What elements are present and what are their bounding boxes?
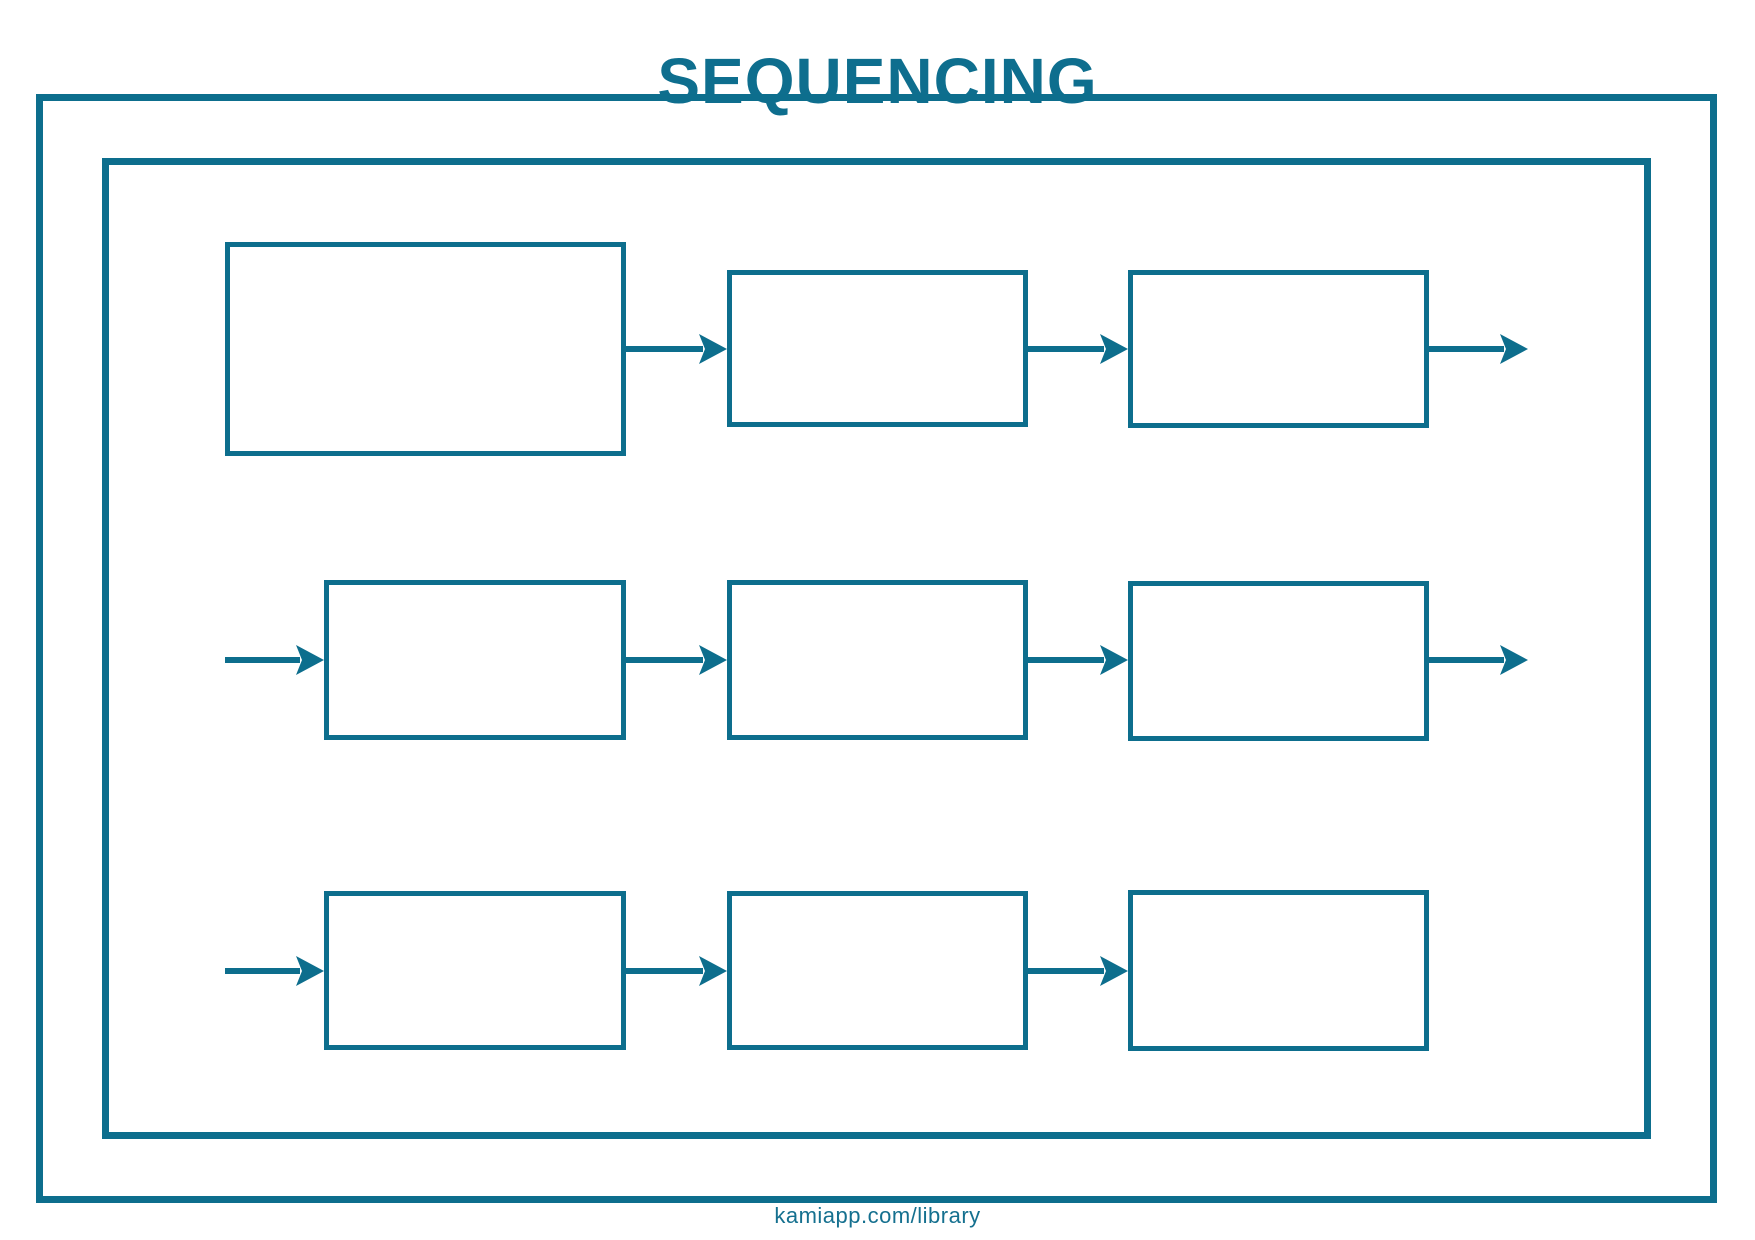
inner-border xyxy=(102,158,1651,1139)
sequence-box-row1-step2[interactable] xyxy=(727,270,1028,427)
sequence-box-row3-step3[interactable] xyxy=(1128,890,1429,1051)
sequence-box-row3-step2[interactable] xyxy=(727,891,1028,1050)
page-title: SEQUENCING xyxy=(657,44,1098,117)
footer-link: kamiapp.com/library xyxy=(774,1203,981,1228)
outer-border xyxy=(36,94,1717,1203)
sequence-box-row3-step1[interactable] xyxy=(324,891,626,1050)
sequence-box-row2-step2[interactable] xyxy=(727,580,1028,740)
sequence-box-row1-step3[interactable] xyxy=(1128,270,1429,428)
sequence-box-row2-step1[interactable] xyxy=(324,580,626,740)
sequence-box-row1-step1[interactable] xyxy=(225,242,626,456)
sequence-box-row2-step3[interactable] xyxy=(1128,581,1429,741)
